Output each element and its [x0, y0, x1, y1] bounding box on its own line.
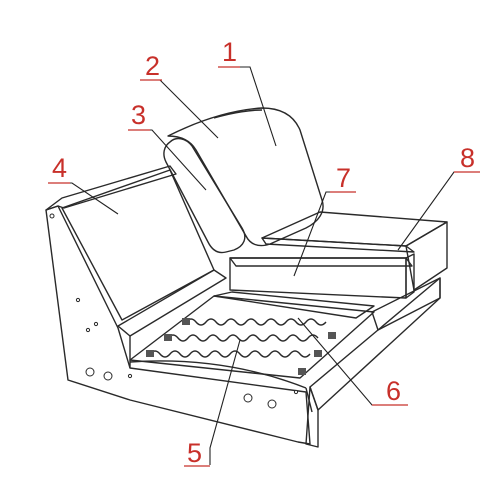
bolt-icon	[243, 393, 253, 403]
armrest-side-panel	[45, 205, 311, 445]
callout-7: 7	[336, 163, 351, 193]
armrest-frame	[45, 165, 311, 445]
base-front-rail	[309, 277, 441, 411]
fixings	[49, 213, 299, 409]
hole-icon	[93, 321, 99, 327]
seat-cushion-top	[261, 211, 448, 247]
bolt-icon	[85, 367, 95, 377]
spring-clip	[164, 334, 172, 341]
spring-2	[167, 334, 319, 342]
hole-icon	[49, 213, 55, 219]
bolster-end	[405, 253, 415, 299]
leader-1	[218, 66, 277, 147]
armrest-inner-rail	[117, 269, 227, 337]
leader-7	[293, 191, 356, 277]
leader-2	[140, 79, 219, 139]
inner-pad-shape	[163, 137, 246, 254]
hole-icon	[85, 327, 91, 333]
spring-clip	[328, 332, 336, 339]
spring-3	[149, 350, 311, 358]
bolster-top	[229, 257, 413, 267]
back-cushion-seam	[213, 109, 263, 119]
armrest-top-rail	[45, 165, 177, 211]
hole-icon	[127, 373, 133, 379]
callout-1: 1	[222, 37, 237, 67]
leader-5	[209, 339, 241, 465]
seat-frame	[129, 291, 375, 413]
back-cushion	[167, 107, 324, 247]
callout-3: 3	[131, 100, 146, 130]
callout-2: 2	[145, 51, 160, 81]
hole-icon	[293, 389, 299, 395]
callout-6: 6	[386, 376, 401, 406]
base-corner-post	[305, 386, 319, 448]
callout-8: 8	[460, 143, 475, 173]
callout-5: 5	[187, 438, 202, 468]
callout-4: 4	[52, 153, 67, 183]
cushion-band	[261, 237, 415, 253]
bolt-icon	[267, 399, 277, 409]
seat-frame-base	[129, 295, 375, 379]
seat-cushion-block	[261, 211, 448, 291]
spring-clip	[298, 368, 306, 375]
leader-8	[397, 171, 478, 251]
base-side-rail	[371, 277, 441, 331]
spring-1	[185, 318, 327, 326]
base-frame	[305, 277, 441, 448]
seat-cushion-side	[405, 221, 448, 291]
spring-clip	[146, 350, 154, 357]
seat-front-edge	[305, 387, 313, 413]
armrest-padding	[61, 169, 215, 321]
back-inner-pad	[163, 137, 246, 254]
seat-front-rail	[129, 360, 307, 389]
hole-icon	[75, 297, 81, 303]
front-bolster	[229, 253, 415, 299]
callouts: 1 2 3 4 5 6 7 8	[48, 37, 480, 468]
leader-4	[48, 182, 119, 215]
bolt-icon	[103, 371, 113, 381]
bolster-front	[229, 257, 407, 299]
spring-clip	[182, 318, 190, 325]
seat-rear-board	[213, 291, 375, 319]
back-cushion-body	[167, 107, 324, 247]
spring-clip	[314, 350, 322, 357]
